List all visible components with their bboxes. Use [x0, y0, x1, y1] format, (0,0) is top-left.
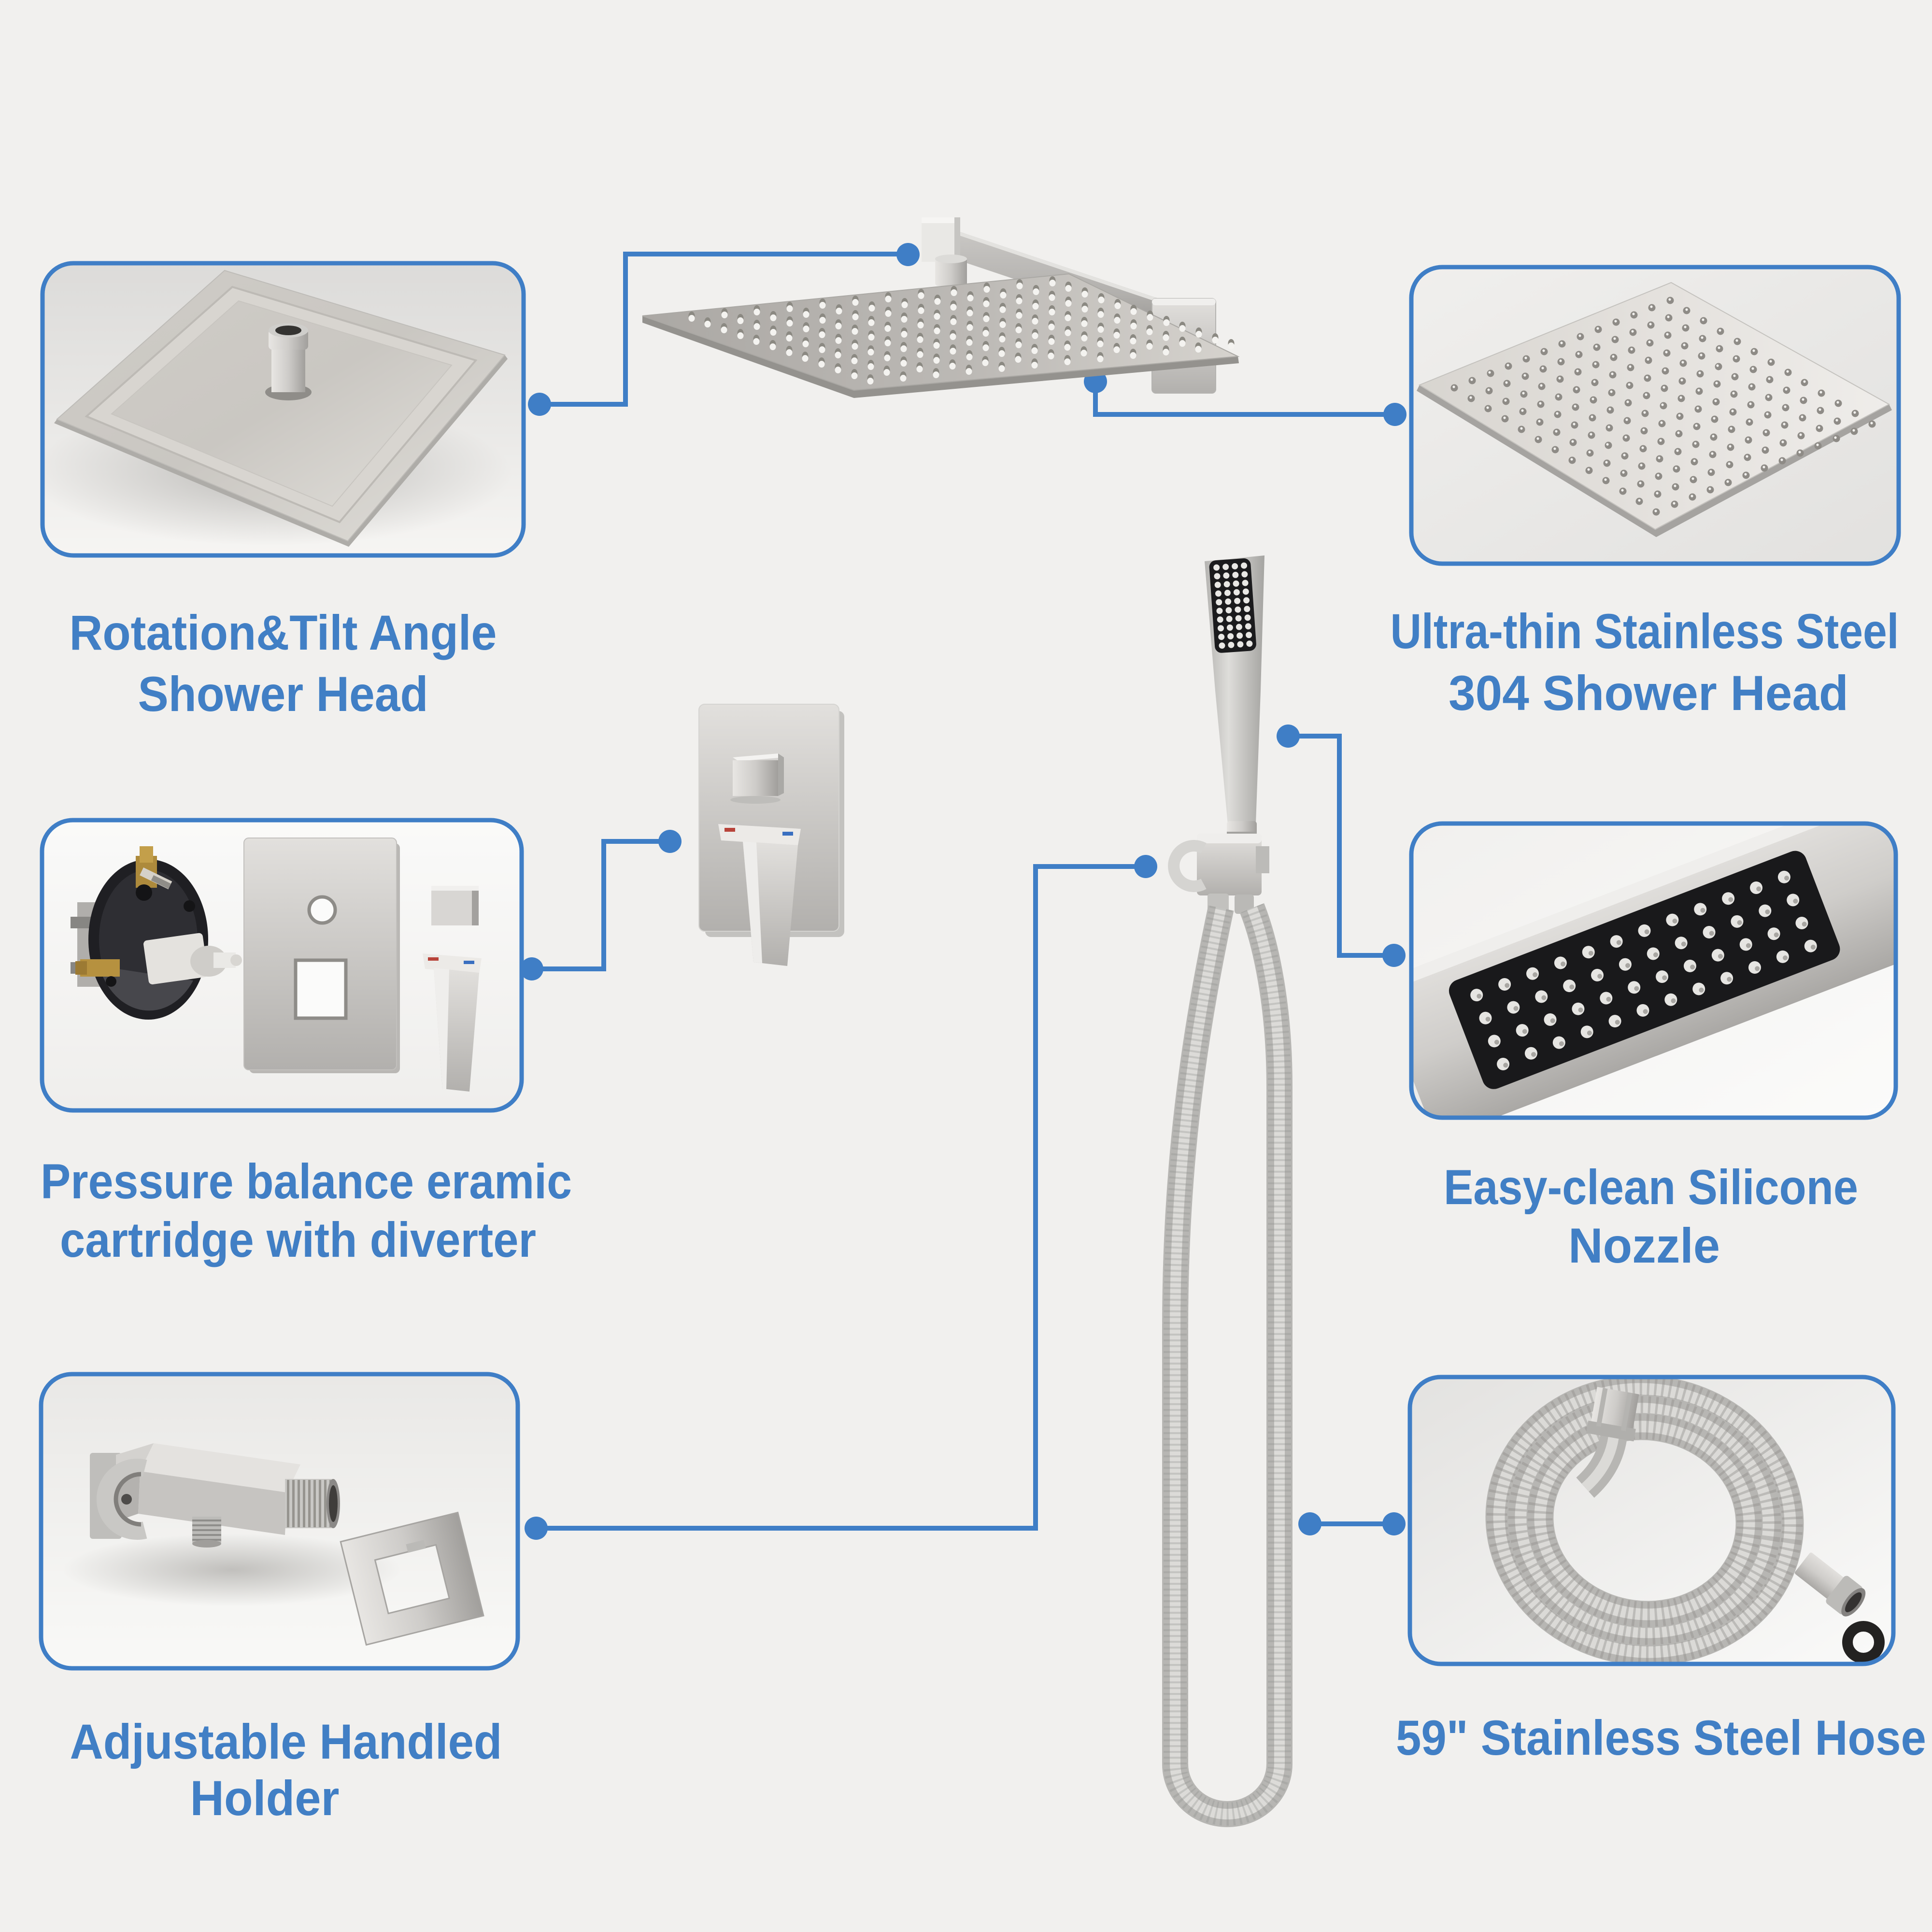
svg-text:59" Stainless Steel Hose: 59" Stainless Steel Hose — [1396, 1710, 1926, 1765]
svg-text:Rotation&Tilt Angle: Rotation&Tilt Angle — [70, 605, 497, 660]
svg-text:304 Shower Head: 304 Shower Head — [1449, 666, 1848, 721]
svg-text:Pressure balance eramic: Pressure balance eramic — [41, 1154, 572, 1209]
svg-text:Adjustable Handled: Adjustable Handled — [70, 1714, 502, 1769]
svg-text:cartridge with diverter: cartridge with diverter — [60, 1212, 536, 1267]
svg-text:Holder: Holder — [190, 1771, 340, 1826]
svg-text:Shower Head: Shower Head — [138, 667, 428, 722]
svg-text:Ultra-thin Stainless Steel: Ultra-thin Stainless Steel — [1391, 604, 1899, 659]
svg-text:Nozzle: Nozzle — [1568, 1218, 1720, 1273]
svg-text:Easy-clean Silicone: Easy-clean Silicone — [1444, 1160, 1858, 1215]
